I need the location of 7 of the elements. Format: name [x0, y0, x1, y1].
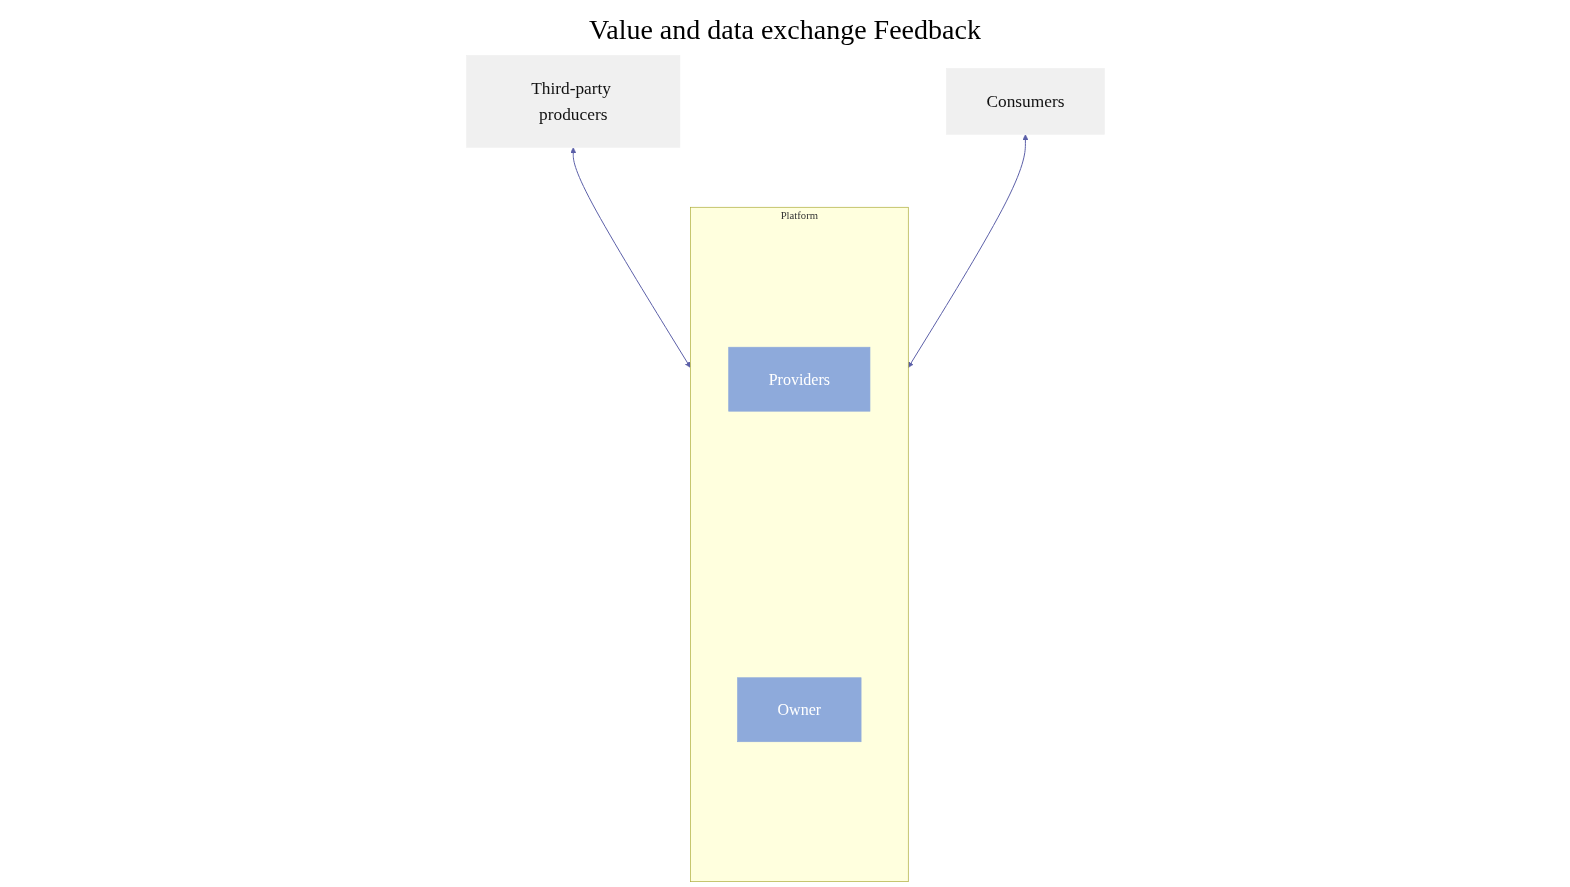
- node-box: Consumers: [945, 68, 1105, 135]
- arrow: [569, 147, 691, 368]
- node-box: Owner: [736, 677, 861, 743]
- node-box: Third-party producers: [465, 55, 680, 148]
- note-text: Value and data exchange Feedback: [589, 14, 981, 46]
- arrow: [907, 134, 1028, 368]
- node-box: Providers: [727, 346, 870, 412]
